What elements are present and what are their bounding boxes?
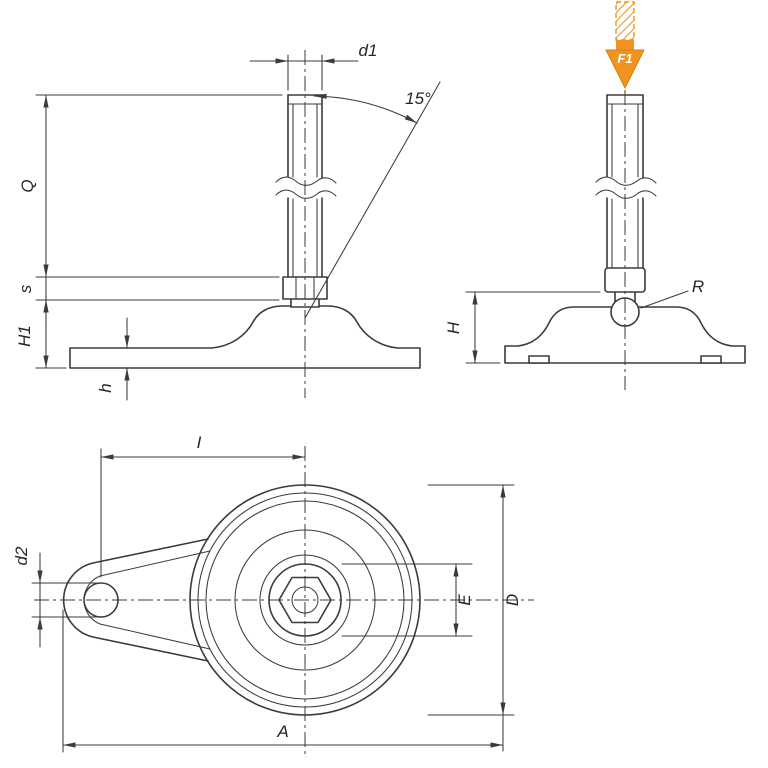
dim-label-A: A xyxy=(276,722,288,741)
dim-E: E xyxy=(341,563,474,637)
dim-H: H xyxy=(444,291,601,364)
angle-line xyxy=(304,81,441,319)
dim-label-H: H xyxy=(444,321,463,334)
dim-d2: d2 xyxy=(12,546,99,648)
base-notch xyxy=(700,355,722,364)
side-view: d1 15° Q s H1 xyxy=(15,41,441,401)
dim-label-d2: d2 xyxy=(12,546,31,565)
leader-line xyxy=(640,290,689,309)
dim-label-I: I xyxy=(197,433,202,452)
force-arrow-shaft xyxy=(616,40,634,52)
dim-label-s: s xyxy=(16,284,35,293)
force-arrow-head xyxy=(605,49,645,90)
base-notch xyxy=(528,355,550,364)
dim-R: R xyxy=(640,277,704,309)
break-symbol xyxy=(275,176,337,199)
force-arrow-shaft-hatched xyxy=(615,1,635,41)
dim-s: s xyxy=(16,276,280,323)
dim-label-d1: d1 xyxy=(359,41,378,60)
dim-label-Q: Q xyxy=(18,179,37,192)
threaded-stem-section xyxy=(606,94,644,269)
base-profile xyxy=(69,305,421,369)
dim-label-D: D xyxy=(503,594,522,606)
force-arrow: F1 xyxy=(605,1,645,90)
dim-tilt-angle: 15° xyxy=(304,81,441,319)
dim-d1: d1 xyxy=(249,41,378,91)
dim-Q: Q xyxy=(18,94,283,278)
mounting-tab-outer xyxy=(62,538,209,662)
base-section xyxy=(504,306,746,364)
plan-view: I d2 E D A xyxy=(12,433,534,758)
dim-label-angle: 15° xyxy=(405,89,431,108)
dim-D: D xyxy=(427,484,522,752)
dim-H1: H1 xyxy=(15,299,67,369)
dim-h: h xyxy=(96,317,130,401)
dim-label-h: h xyxy=(96,383,115,392)
section-view: F1 R H xyxy=(444,1,746,390)
dim-label-E: E xyxy=(455,594,474,606)
force-arrow-label: F1 xyxy=(617,51,632,66)
break-symbol xyxy=(595,176,657,199)
dim-A: A xyxy=(62,609,504,753)
dim-I: I xyxy=(100,433,306,578)
dim-label-H1: H1 xyxy=(15,325,34,347)
angle-arc xyxy=(313,93,418,124)
dim-label-R: R xyxy=(692,277,704,296)
